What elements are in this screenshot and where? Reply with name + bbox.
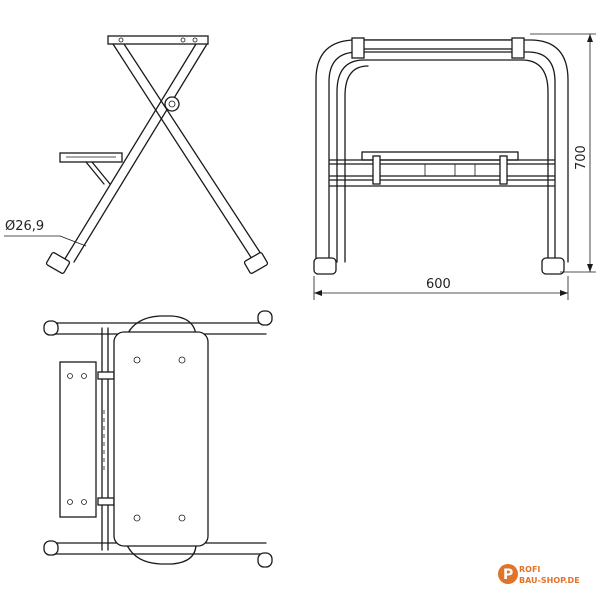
- svg-text:P: P: [503, 567, 513, 583]
- bolt: [118, 37, 124, 43]
- tube-top: [43, 310, 273, 336]
- pivot-joint: [164, 96, 180, 112]
- tube-bottom: [43, 540, 273, 568]
- logo-badge-icon: [498, 564, 518, 584]
- seat-plate-front: [353, 39, 515, 50]
- leg-a: [112, 43, 269, 274]
- frame-inner: [328, 51, 556, 263]
- height-label: 700: [574, 145, 589, 170]
- seat-plate-side: [107, 35, 209, 45]
- foot-cap: [541, 257, 565, 275]
- height-dimension: 700: [530, 33, 596, 273]
- front-view: 600 700: [313, 33, 596, 300]
- brand-logo: P ROFI BAU-SHOP.DE: [498, 564, 580, 585]
- step-plate-side: [59, 152, 123, 163]
- logo-line1: ROFI: [519, 565, 540, 574]
- side-view: Ø26,9: [4, 35, 269, 274]
- seat-bracket: [511, 37, 525, 59]
- bolt: [192, 37, 198, 43]
- seat-plate-top: [113, 331, 209, 547]
- bolt: [180, 37, 186, 43]
- seat-bracket: [351, 37, 365, 59]
- width-label: 600: [426, 277, 451, 292]
- width-dimension: 600: [313, 276, 569, 300]
- step-plate-front: [361, 151, 519, 161]
- foot-cap: [45, 252, 71, 274]
- step-side: [59, 152, 123, 185]
- leg-b: [45, 43, 208, 274]
- step-front: [329, 151, 555, 187]
- step-plate-top: [59, 361, 97, 518]
- logo-line2: BAU-SHOP.DE: [519, 576, 580, 585]
- diameter-label: Ø26,9: [5, 219, 44, 234]
- frame-outer: [315, 39, 569, 263]
- foot-cap: [243, 252, 269, 274]
- foot-cap: [313, 257, 337, 275]
- top-view: [43, 310, 273, 568]
